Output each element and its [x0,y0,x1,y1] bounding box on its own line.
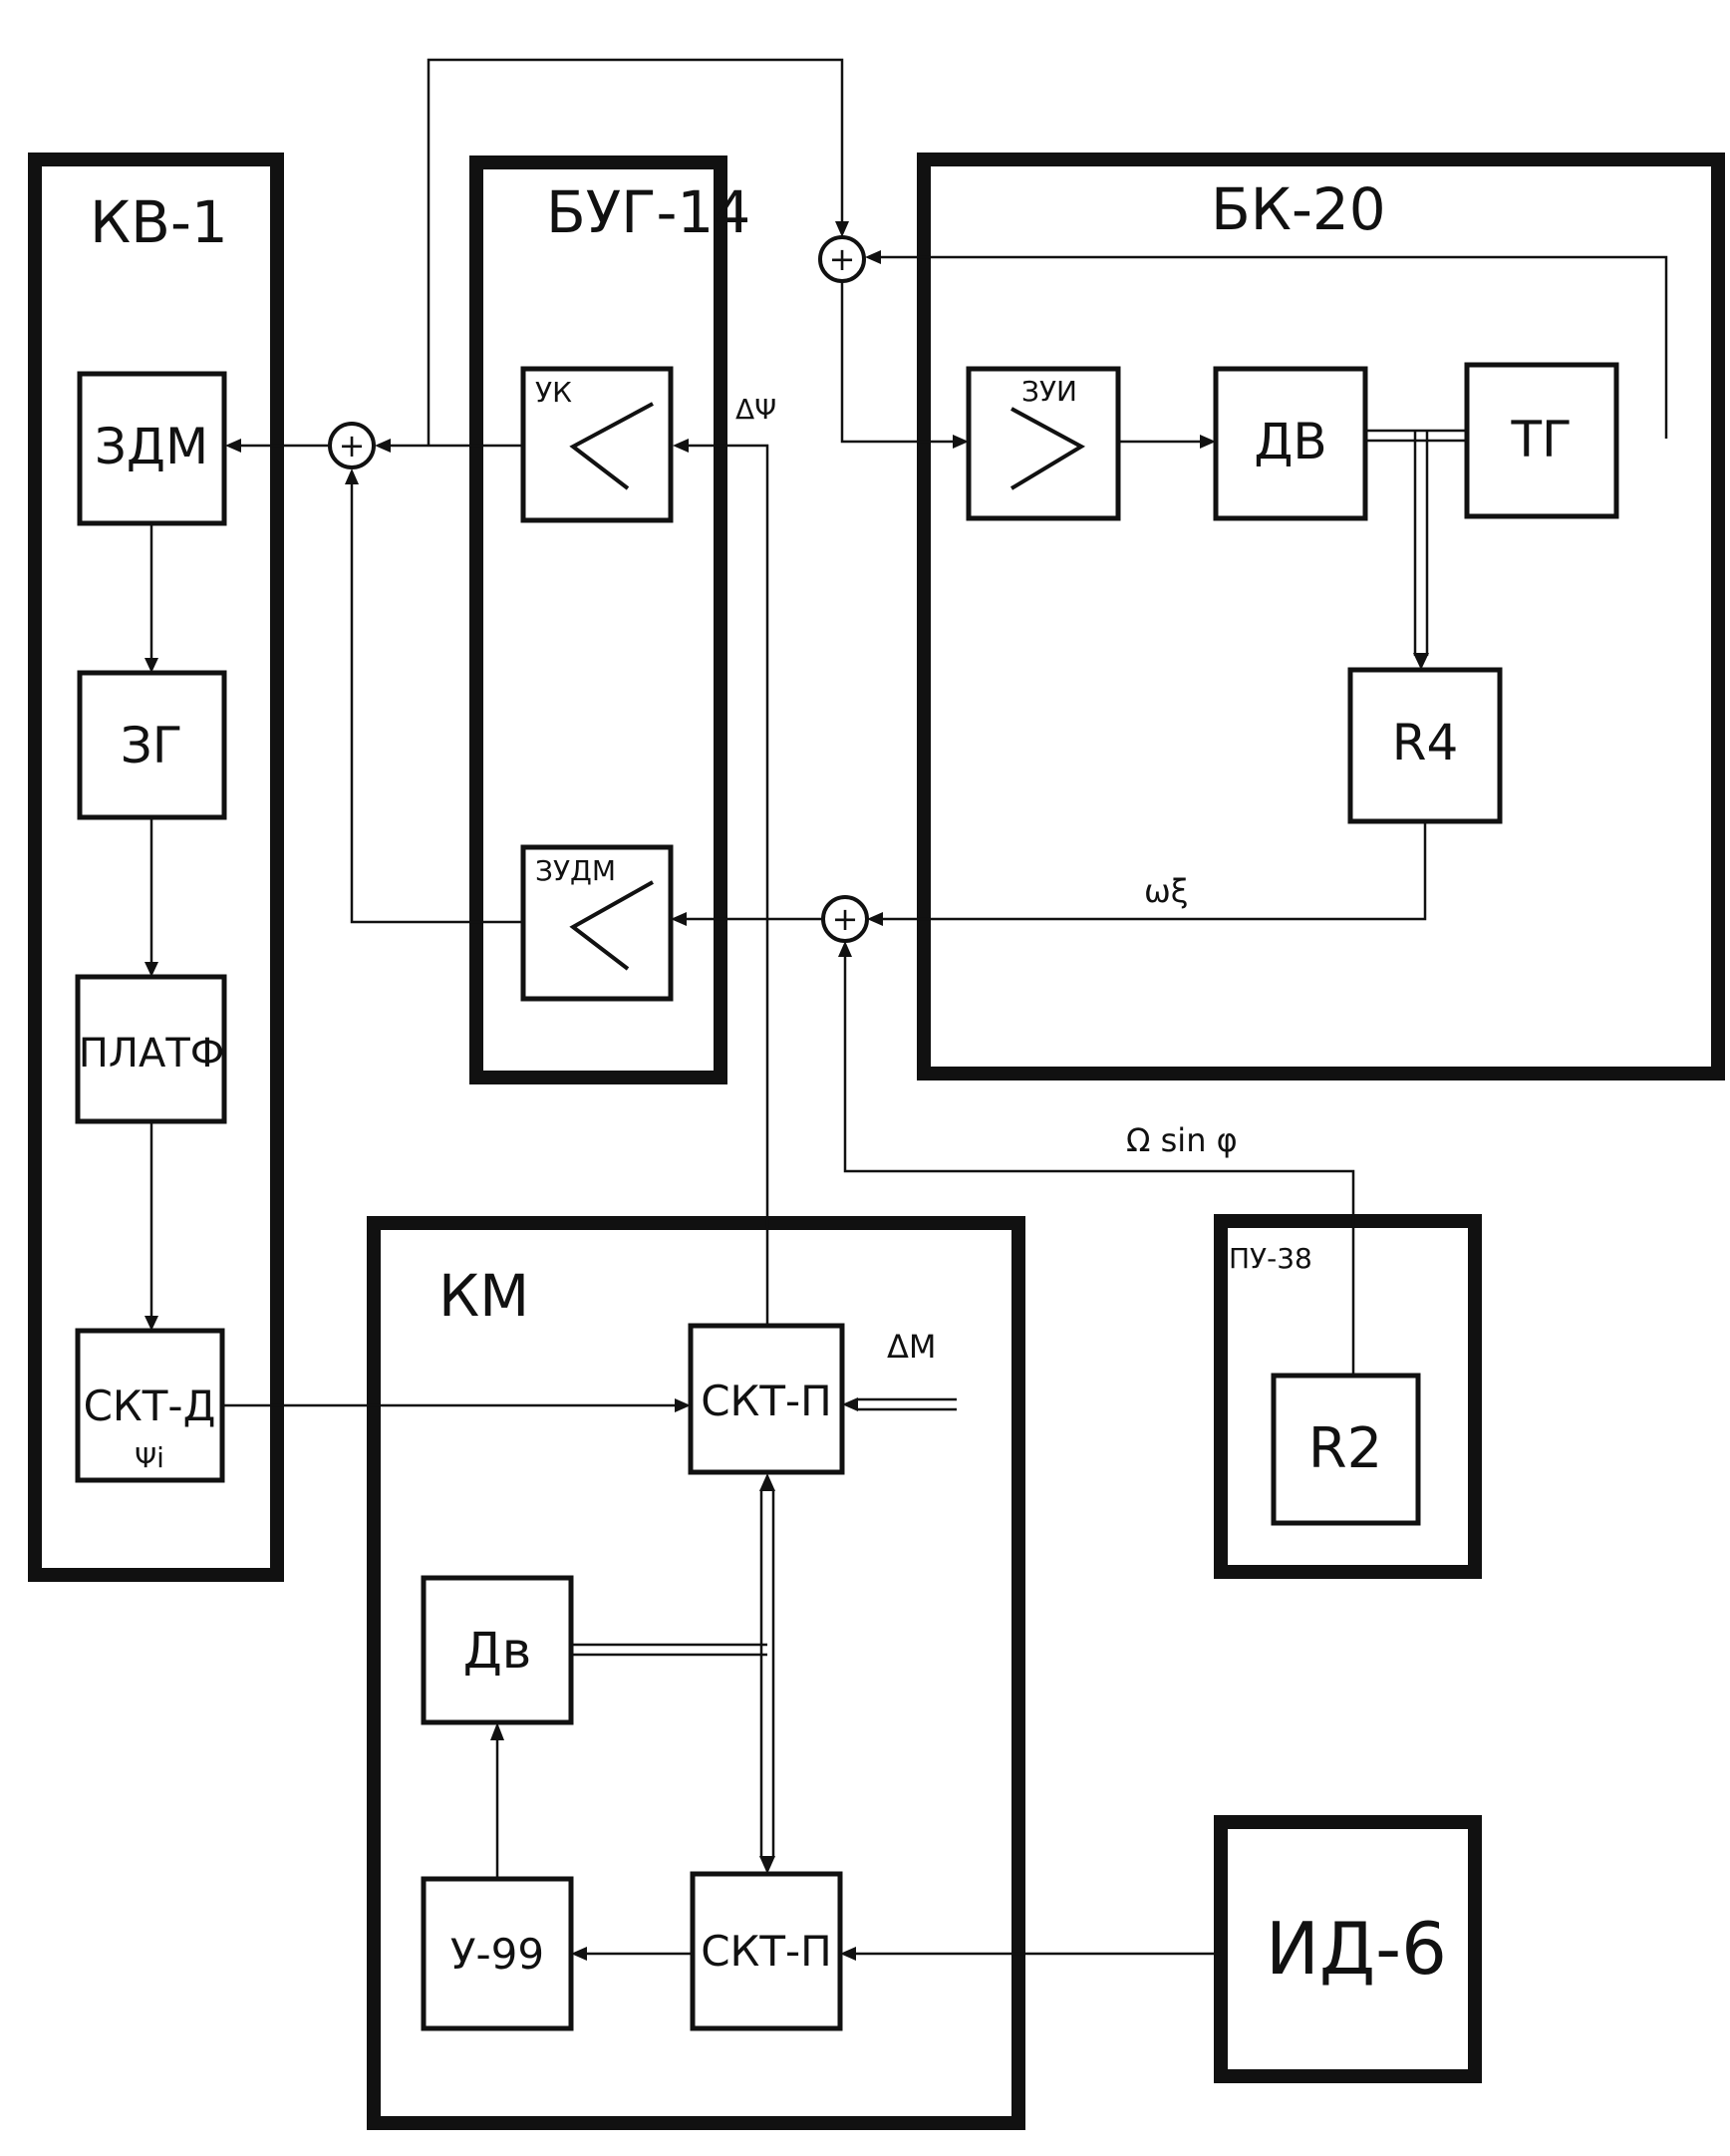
tg-block [1464,362,1619,519]
summer-to-zui-line [840,281,955,444]
delta-m-label: ΔM [887,1328,937,1366]
zui-label: ЗУИ [1021,375,1077,408]
delta-psi-arrow [673,439,689,453]
u99-block [421,1876,574,2031]
km-frame [367,1216,1025,2130]
skt-p-top-block [688,1323,845,1475]
dv-km-label: Дв [463,1622,532,1680]
dv-km-block [421,1575,574,1725]
skt-d-sublabel: Ψi [135,1441,164,1474]
zui-amplifier-symbol [1009,407,1086,490]
zdm-to-zg-arrow [144,658,158,673]
zdm-label: ЗДМ [95,418,208,475]
skt-shaft-arrow-up [759,1473,775,1491]
summer-top: + [818,235,866,283]
pu38-frame [1214,1214,1482,1579]
platf-block [75,974,227,1124]
platf-label: ПЛАТФ [79,1031,224,1077]
top-feedback-arrow [835,221,849,237]
delta-psi-line [688,444,769,1326]
skt-p-bottom-block [690,1871,843,2031]
zdm-block [77,371,227,526]
bug14-title: БУГ-14 [546,178,750,246]
dv-r4-arrow [1413,653,1429,670]
dv-bk20-block [1213,366,1368,521]
tg-feedback-arrow [865,250,881,264]
omega-xi-label: ωξ [1144,872,1189,910]
u99-to-dv-arrow [490,1722,504,1740]
u99-label: У-99 [450,1930,544,1979]
zg-block [77,670,227,820]
bk20-title: БК-20 [1211,175,1386,243]
zudm-amplifier [520,844,674,1002]
summer-zdm: + [328,422,376,469]
skt-p-bottom-label: СКТ-П [701,1927,832,1976]
skt-p-to-u99-arrow [571,1947,587,1961]
r2-to-summer-arrow [838,941,852,957]
r2-to-summer-line [843,957,1355,1376]
id6-frame [1214,1815,1482,2083]
id6-to-skt-p-arrow [840,1947,856,1961]
zudm-label: ЗУДМ [535,854,616,887]
delta-m-arrow [842,1397,858,1411]
uk-amplifier-symbol [569,402,654,490]
kv1-frame [28,153,284,1582]
kv1-title: КВ-1 [90,188,228,256]
r2-label: R2 [1308,1416,1383,1481]
summer-to-zdm-arrow [225,439,241,453]
pu38-title: ПУ-38 [1229,1242,1312,1275]
zg-to-platf-arrow [144,962,158,977]
uk-to-summer-arrow [375,439,391,453]
zudm-to-summer-line [350,482,523,924]
zg-label: ЗГ [121,717,183,774]
omega-sin-label: Ω sin φ [1126,1121,1238,1159]
uk-amplifier [520,366,674,523]
r4-to-summer-arrow [867,912,883,926]
skt-d-label: СКТ-Д [84,1382,216,1430]
dv-bk20-label: ДВ [1254,413,1326,470]
svg-text:+: + [832,900,859,938]
skt-p-top-label: СКТ-П [701,1377,832,1425]
r4-block [1347,667,1503,824]
top-feedback-line [427,58,844,446]
r4-label: R4 [1392,714,1459,771]
skt-shaft-arrow-down [759,1856,775,1874]
platf-to-skt-d-arrow [144,1316,158,1331]
r4-to-summer-line [883,821,1427,921]
summer-to-zui-arrow [953,435,969,449]
bug14-frame [469,155,727,1084]
zudm-amplifier-symbol [569,880,654,971]
summer-omega: + [821,895,869,943]
svg-text:+: + [339,427,366,464]
zui-amplifier [966,366,1121,521]
summer-to-zudm-arrow [671,912,687,926]
uk-label: УК [535,376,572,409]
zui-to-dv-arrow [1200,435,1216,449]
skt-d-to-skt-p-arrow [675,1398,691,1412]
tg-label: ТГ [1510,411,1572,468]
km-title: КМ [438,1262,529,1330]
bk20-frame [917,153,1725,1080]
r2-block [1271,1373,1421,1526]
svg-text:+: + [829,240,856,278]
zudm-to-summer-arrow [345,468,359,484]
id6-title: ИД-6 [1266,1907,1447,1991]
tg-feedback-line [881,255,1668,439]
delta-psi-label: ΔΨ [735,393,776,426]
